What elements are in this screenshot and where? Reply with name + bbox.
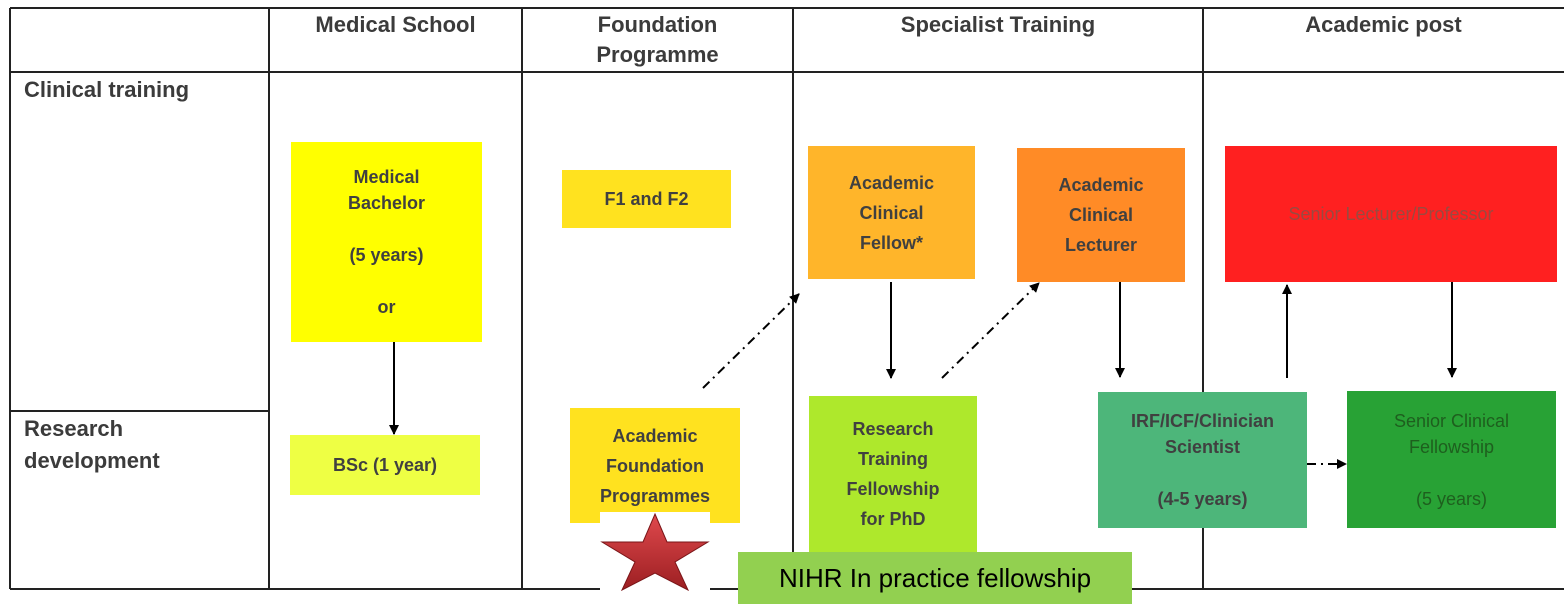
box-scf-text: Senior Clinical Fellowship (5 years) bbox=[1393, 410, 1510, 509]
box-irf-icf-clinician-scientist: IRF/ICF/Clinician Scientist (4-5 years) bbox=[1098, 392, 1307, 528]
box-acf-text: Academic Clinical Fellow* bbox=[848, 172, 935, 253]
header-foundation-programme: Foundation Programme bbox=[596, 12, 719, 67]
box-f1-f2-text: F1 and F2 bbox=[604, 189, 689, 209]
box-academic-foundation-programmes: Academic Foundation Programmes bbox=[570, 408, 740, 523]
box-academic-clinical-lecturer: Academic Clinical Lecturer bbox=[1017, 148, 1185, 282]
box-irf-text: IRF/ICF/Clinician Scientist (4-5 years) bbox=[1130, 411, 1274, 509]
row-label-research-development: Research development bbox=[24, 416, 160, 473]
box-bsc-text: BSc (1 year) bbox=[332, 455, 438, 475]
table-grid bbox=[9, 7, 1564, 590]
box-acl-text: Academic Clinical Lecturer bbox=[1058, 175, 1144, 255]
header-academic-post: Academic post bbox=[1305, 12, 1462, 37]
box-afp-text: Academic Foundation Programmes bbox=[599, 425, 711, 506]
box-medical-bachelor: Medical Bachelor (5 years) or bbox=[291, 142, 482, 342]
star-icon bbox=[600, 512, 710, 592]
arrow-rtf-to-acl bbox=[941, 282, 1040, 379]
box-research-training-fellowship: Research Training Fellowship for PhD bbox=[809, 396, 977, 552]
header-medical-school: Medical School bbox=[315, 12, 476, 37]
box-academic-clinical-fellow: Academic Clinical Fellow* bbox=[808, 146, 975, 279]
box-rtf-text: Research Training Fellowship for PhD bbox=[846, 419, 940, 529]
box-senior-clinical-fellowship: Senior Clinical Fellowship (5 years) bbox=[1347, 391, 1556, 528]
row-label-clinical-training: Clinical training bbox=[24, 77, 190, 102]
arrow-afp-to-acf bbox=[702, 293, 800, 389]
box-senior-lecturer-professor: Senior Lecturer/Professor bbox=[1225, 146, 1557, 282]
box-bsc: BSc (1 year) bbox=[290, 435, 480, 495]
box-f1-f2: F1 and F2 bbox=[562, 170, 731, 228]
box-medical-bachelor-text: Medical Bachelor (5 years) or bbox=[347, 167, 426, 317]
box-senior-lecturer-text: Senior Lecturer/Professor bbox=[1288, 204, 1494, 224]
header-specialist-training: Specialist Training bbox=[900, 12, 1096, 37]
nihr-in-practice-fellowship-callout: NIHR In practice fellowship bbox=[738, 552, 1132, 604]
